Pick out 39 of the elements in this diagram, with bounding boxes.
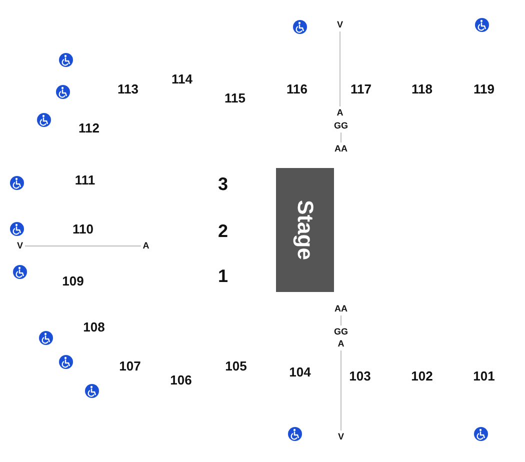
row-line: [339, 32, 341, 106]
section-number: 118: [412, 82, 432, 96]
section-number: 106: [170, 374, 192, 386]
row-number: 3: [218, 175, 228, 193]
section-number: 107: [119, 360, 141, 372]
row-label: V: [338, 432, 344, 442]
section-number: 116: [286, 82, 308, 96]
row-label: A: [142, 242, 150, 250]
section-number: 105: [225, 360, 247, 372]
section-number: 113: [118, 82, 138, 96]
row-label: GG: [334, 122, 348, 130]
row-line: [340, 132, 342, 142]
section-number: 102: [411, 370, 433, 382]
section-number: 109: [62, 274, 84, 288]
section-number: 117: [350, 82, 372, 96]
section-number: 108: [83, 320, 105, 334]
section-number: 114: [172, 72, 192, 86]
section-number: 112: [78, 122, 100, 134]
stage-block: [276, 168, 334, 292]
row-line: [340, 316, 342, 326]
row-number: 2: [218, 222, 228, 240]
section-number: 115: [224, 92, 246, 104]
row-label: V: [337, 20, 343, 30]
row-label: AA: [334, 304, 348, 314]
row-label: GG: [334, 328, 348, 336]
row-label: V: [17, 242, 23, 250]
section-number: 111: [74, 174, 96, 186]
row-line: [25, 245, 141, 247]
section-number: 110: [72, 222, 94, 236]
section-number: 119: [474, 82, 494, 96]
section-number: 103: [349, 370, 371, 382]
row-line: [340, 350, 342, 430]
row-number: 1: [218, 267, 228, 285]
row-label: A: [336, 108, 344, 118]
row-label: A: [338, 340, 344, 348]
section-number: 101: [473, 370, 495, 382]
section-number: 104: [289, 366, 311, 378]
stage-label: Stage: [292, 200, 318, 260]
row-label: AA: [334, 144, 348, 154]
